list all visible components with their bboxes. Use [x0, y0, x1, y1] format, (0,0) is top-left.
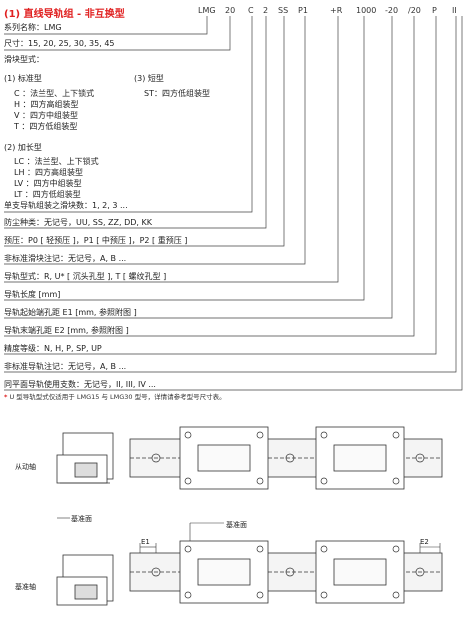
- code-block-type: C: [248, 6, 254, 15]
- spec-row: 预压：P0 [ 轻预压 ]，P1 [ 中预压 ]，P2 [ 重预压 ]: [4, 236, 188, 245]
- code-rail-type: +R: [330, 6, 343, 15]
- spec-row: 导轨末端孔距 E2 [mm, 参照附图 ]: [4, 326, 129, 335]
- driven-side-label: 从动轴: [15, 463, 36, 471]
- short-item: ST：四方低组装型: [144, 89, 210, 98]
- spec-series: 系列名称：LMG: [4, 23, 62, 32]
- code-preload: P1: [298, 6, 308, 15]
- long-item: LT ：四方低组装型: [14, 190, 81, 199]
- code-dust: SS: [278, 6, 289, 15]
- code-rail-qty: II: [452, 6, 457, 15]
- long-item: LH ：四方高组装型: [14, 168, 84, 177]
- footnote: * U 型导轨型式仅适用于 LMG15 与 LMG30 型号，详情请参考型号尺寸…: [4, 391, 226, 401]
- footnote-text: U 型导轨型式仅适用于 LMG15 与 LMG30 型号，详情请参考型号尺寸表。: [7, 393, 226, 401]
- spec-row: 同平面导轨使用支数：无记号，II, III, IV ...: [4, 380, 156, 389]
- spec-row: 非标准导轨注记：无记号，A, B ...: [4, 362, 127, 371]
- code-accuracy: P: [432, 6, 437, 15]
- spec-row: 导轨型式：R, U* [ 沉头孔型 ], T [ 螺纹孔型 ]: [4, 272, 167, 281]
- standard-item: T ：四方低组装型: [14, 122, 78, 131]
- footnote-star: *: [4, 393, 8, 401]
- code-block-count: 2: [263, 6, 269, 15]
- standard-item: V ：四方中组装型: [14, 111, 79, 120]
- page-title: (1) 直线导轨组 - 非互换型: [4, 9, 125, 20]
- spec-row: 单支导轨组装之滑块数：1, 2, 3 ...: [4, 201, 128, 210]
- code-e1: -20: [385, 6, 399, 15]
- spec-row: 导轨起始端孔距 E1 [mm, 参照附图 ]: [4, 308, 137, 317]
- spec-row: 导轨长度 [mm]: [4, 290, 61, 299]
- spec-size: 尺寸：15, 20, 25, 30, 35, 45: [4, 39, 115, 48]
- long-item: LV ：四方中组装型: [14, 179, 82, 188]
- standard-item: H ：四方高组装型: [14, 100, 79, 109]
- code-rail-length: 1000: [356, 6, 377, 15]
- code-series: LMG: [198, 6, 216, 15]
- callout-lines: [4, 16, 463, 391]
- standard-heading: (1) 标准型: [4, 74, 42, 83]
- long-item: LC ：法兰型、上下锁式: [14, 157, 99, 166]
- code-size: 20: [225, 6, 236, 15]
- long-heading: (2) 加长型: [4, 143, 42, 152]
- short-heading: (3) 短型: [134, 74, 164, 83]
- spec-row: 防尘种类：无记号，UU, SS, ZZ, DD, KK: [4, 218, 152, 227]
- e2-label: E2: [420, 538, 429, 546]
- spec-row: 精度等级：N, H, P, SP, UP: [4, 344, 102, 353]
- spec-block-type: 滑块型式：: [4, 55, 44, 64]
- standard-item: C ：法兰型、上下锁式: [14, 89, 95, 98]
- spec-row: 非标准滑块注记：无记号，A, B ...: [4, 254, 127, 263]
- assembly-drawing: [56, 426, 443, 606]
- datum-face-label: 基准面: [226, 521, 247, 529]
- datum-axis-label: 基准轴: [15, 583, 36, 591]
- datum-face-label: 基准面: [71, 515, 92, 523]
- code-e2: /20: [408, 6, 421, 15]
- e1-label: E1: [141, 538, 150, 546]
